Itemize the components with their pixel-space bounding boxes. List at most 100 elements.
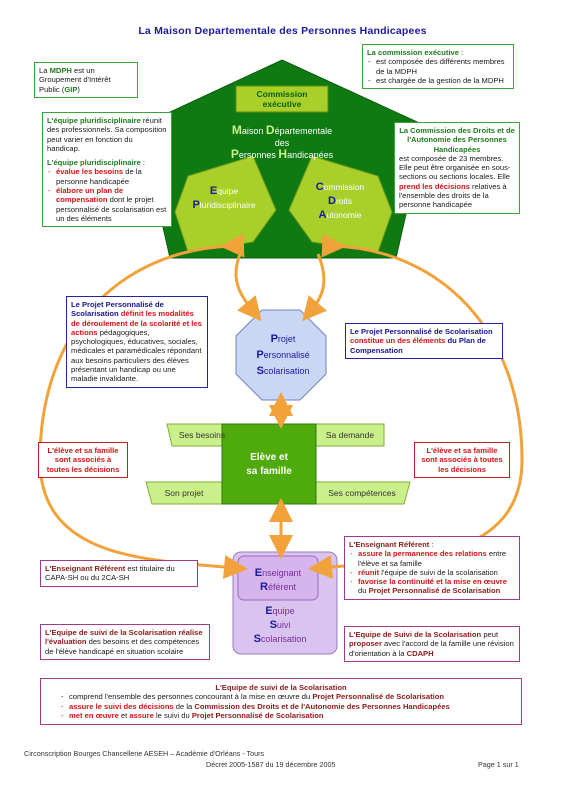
equipe-line: Pluridisciplinaire [192,199,255,211]
ref-r-heading: L'Enseignant Référent [349,540,430,549]
ep-heading-2: L'équipe pluridisciplinaire [47,158,141,168]
ref-r-item-rest: l'équipe de suivi de la scolarisation [379,567,498,577]
equipe-pluri-box: L'équipe pluridisciplinaire réunit des p… [42,112,172,228]
ep-item: élabore un plan de compensation dont le … [48,186,167,223]
ess-r-text-2: avec l'accord de la famille une révision… [349,639,514,658]
pps-compensation-box: Le Projet Personnalisé de Scolarisation … [345,323,503,359]
pps-r-red: constitue un des éléments [350,336,446,346]
maison-line: Personnes Handicapées [231,147,334,161]
ess-b-red: assure le suivi des décisions [69,701,174,711]
pps-heading: Le Projet Personnalisé de Scolarisation [71,300,164,319]
ep-item-bold: évalue les besoins [56,167,124,177]
demande-label: Sa demande [326,430,374,440]
ess-b-text: comprend l'ensemble des personnes concou… [69,692,313,702]
referent-shape [237,555,319,601]
pps-definition-box: Le Projet Personnalisé de Scolarisation … [66,296,208,388]
mdph-text: La [39,66,50,75]
ess-revision-box: L'Equipe de Suivi de la Scolarisation pe… [344,626,520,662]
ce-item: est chargée de la gestion de la MDPH [368,76,509,86]
ess-b-list: comprend l'ensemble des personnes concou… [49,692,513,720]
cdaph-text: est composée de 23 membres. Elle peut êt… [399,153,511,182]
ess-b-text: de la [173,701,195,711]
referent-line: Enseignant [255,567,302,579]
eleve-note-right: L'élève et sa famille sont associés à to… [414,442,510,478]
ess-r-bold-2: CDAPH [406,648,434,658]
projet-label: Son projet [165,488,204,498]
ep-item: évalue les besoins de la personne handic… [48,167,167,186]
ce-item: est composée des différents membres de l… [368,57,509,76]
commission-executive-shape [235,85,329,113]
footer-decree: Décret 2005-1587 du 19 décembre 2005 [206,760,336,769]
ess-b-red: met en œuvre [69,710,119,720]
ep-colon: : [140,158,146,168]
ess-line: Scolarisation [254,633,307,645]
eleve-center-shape [221,423,317,505]
ess-line: Equipe [265,605,294,617]
pps-line: Personnalisé [256,349,309,361]
ref-r-item-rest: du [358,586,369,596]
ref-r-list: assure la permanence des relations entre… [349,549,515,595]
cdaph-box: La Commission des Droits et de l'Autonom… [394,122,520,214]
equipe-pluridisciplinaire-shape [174,155,277,253]
pps-line: Scolarisation [257,365,310,377]
eleve-note-right-text: L'élève et sa famille sont associés à to… [421,446,503,474]
mdph-text-2: est un Groupement d'Intérêt Public ( [39,66,111,94]
ep-paragraph-1: L'équipe pluridisciplinaire réunit des p… [47,116,167,153]
referent-line: Référent [260,581,296,593]
pps-bold-red: définit les modalités de déroulement de … [71,309,202,337]
ref-l-text: est titulaire du CAPA-SH ou du 2CA-SH [45,564,175,583]
commission-executive-box: La commission exécutive : est composée d… [362,44,514,90]
ce-list: est composée des différents membres de l… [367,57,509,85]
pps-line: Projet [271,333,296,345]
ess-b-item: comprend l'ensemble des personnes concou… [61,692,513,702]
footer-page: Page 1 sur 1 [478,760,519,769]
maison-line: Maison Départementale [232,123,332,137]
pps-r-heading: Le Projet Personnalisé de Scolarisation [350,327,493,336]
ess-r-heading: L'Equipe de Suivi de la Scolarisation [349,630,482,639]
ref-r-item: assure la permanence des relations entre… [350,549,515,568]
ess-b-item: assure le suivi des décisions de la Comm… [61,701,513,712]
ref-r-item-bold: assure la permanence des relations [358,549,487,559]
eleve-note-left: L'élève et sa famille sont associés à to… [38,442,128,478]
ess-b-red: assure [129,710,154,720]
competences-label: Ses compétences [328,488,396,498]
pps-r-tail: du Plan de Compensation [350,336,486,355]
ess-b-text: le suivi du [153,710,192,720]
ref-r-item-rest: entre l'élève et sa famille [358,549,507,568]
ess-b-item: met en œuvre et assure le suivi du Proje… [61,710,513,721]
referent-role-box: L'Enseignant Référent : assure la perman… [344,536,520,600]
ess-b-bold: Projet Personnalisé de Scolarisation [312,692,444,702]
arrow-loop-right [308,233,524,579]
cdaph-line: Droits [328,195,352,207]
ess-l-bold: réalise l'évaluation [45,628,203,647]
ep-list: évalue les besoins de la personne handic… [47,167,167,223]
ep-item-bold: élabore un plan de compensation [56,186,124,205]
ref-r-item: favorise la continuité et la mise en œuv… [350,577,515,596]
ce-colon: : [459,48,464,57]
ep-text-1: réunit des professionnels. Sa compositio… [47,116,167,153]
ess-b-text: et [118,710,130,720]
cdaph-bold: prend les décisions [399,181,470,191]
ref-r-item-bold: favorise la continuité et la mise en œuv… [358,577,507,587]
cdaph-text-2: relatives à l'ensemble des droits de la … [399,181,507,210]
besoins-label: Ses besoins [179,430,225,440]
ep-heading-1: L'équipe pluridisciplinaire [47,116,141,125]
referent-title-box: L'Enseignant Référent est titulaire du C… [40,560,198,587]
ref-r-colon: : [429,540,434,549]
ref-l-heading: L'Enseignant Référent [45,564,126,573]
equipe-line: Equipe [210,185,238,197]
arrow-loop-left [38,233,248,579]
ce-heading: La commission exécutive [367,48,460,57]
cdaph-line: Autonomie [319,209,362,221]
cdaph-heading: La Commission des Droits et de l'Autonom… [399,126,515,154]
ess-evaluation-box: L'Equipe de suivi de la Scolarisation ré… [40,624,210,660]
ref-r-item-bold: réunit [358,567,380,577]
ess-line: Suivi [270,619,291,631]
